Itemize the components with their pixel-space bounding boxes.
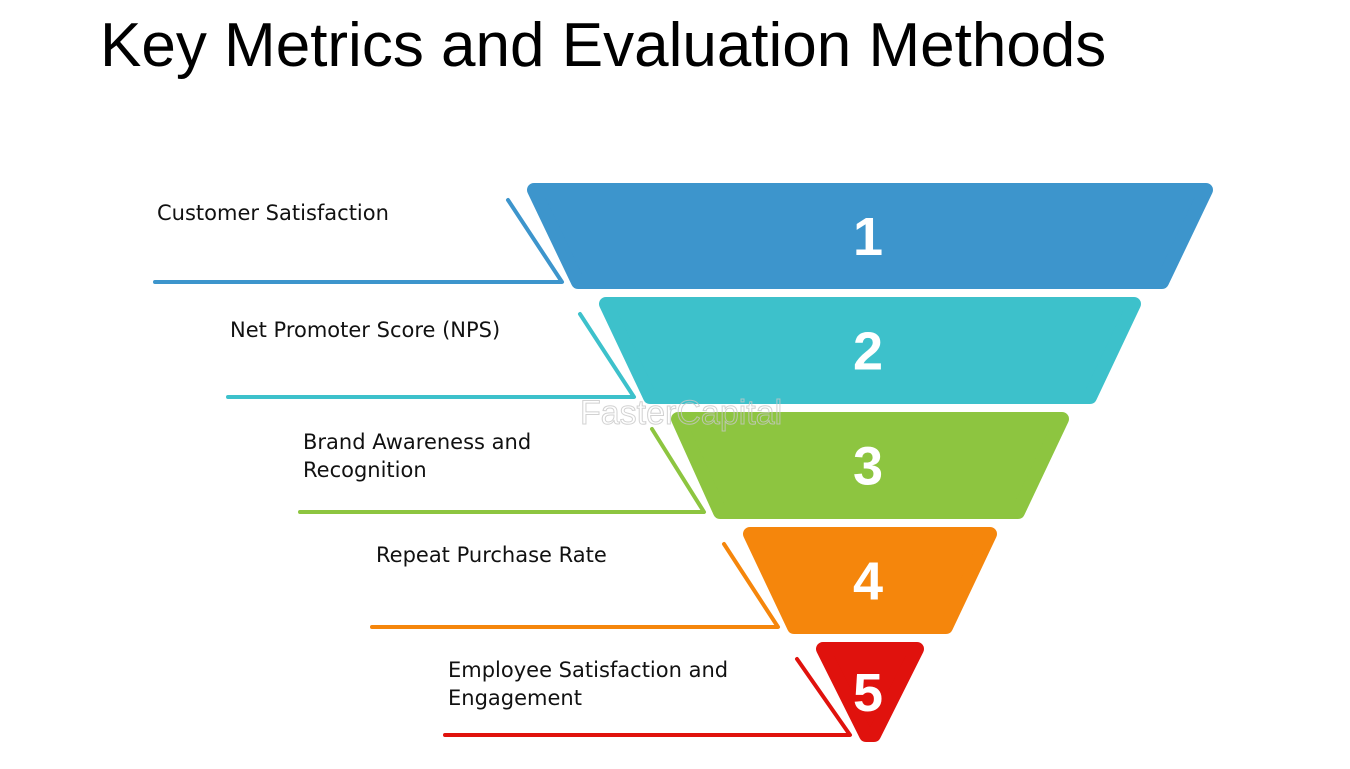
stage-label: Employee Satisfaction and <box>448 658 728 682</box>
stage-number: 4 <box>853 552 883 612</box>
connector-line <box>153 198 564 284</box>
funnel-segment <box>816 642 924 742</box>
stage-number: 5 <box>853 663 883 723</box>
page-title: Key Metrics and Evaluation Methods <box>100 11 1107 80</box>
stage-label: Recognition <box>303 458 427 482</box>
stage-label: Customer Satisfaction <box>157 201 389 225</box>
watermark: FasterCapital <box>580 394 782 432</box>
stage-label: Repeat Purchase Rate <box>376 543 607 567</box>
connector-line <box>443 657 852 737</box>
funnel-segment <box>671 412 1069 519</box>
stage-number: 2 <box>853 322 883 382</box>
funnel-stage-4: 4 Repeat Purchase Rate <box>370 527 997 634</box>
stage-number: 3 <box>853 437 883 497</box>
connector-line <box>298 427 706 514</box>
funnel-stage-2: 2 Net Promoter Score (NPS) <box>226 297 1141 404</box>
stage-number: 1 <box>853 207 883 267</box>
funnel-stage-1: 1 Customer Satisfaction <box>153 183 1213 289</box>
funnel-segment <box>599 297 1141 404</box>
funnel-segment <box>743 527 997 634</box>
connector-line <box>226 312 636 399</box>
stage-label: Net Promoter Score (NPS) <box>230 318 500 342</box>
stage-label: Engagement <box>448 686 582 710</box>
stage-label: Brand Awareness and <box>303 430 531 454</box>
connector-line <box>370 542 780 629</box>
funnel-segment <box>527 183 1213 289</box>
